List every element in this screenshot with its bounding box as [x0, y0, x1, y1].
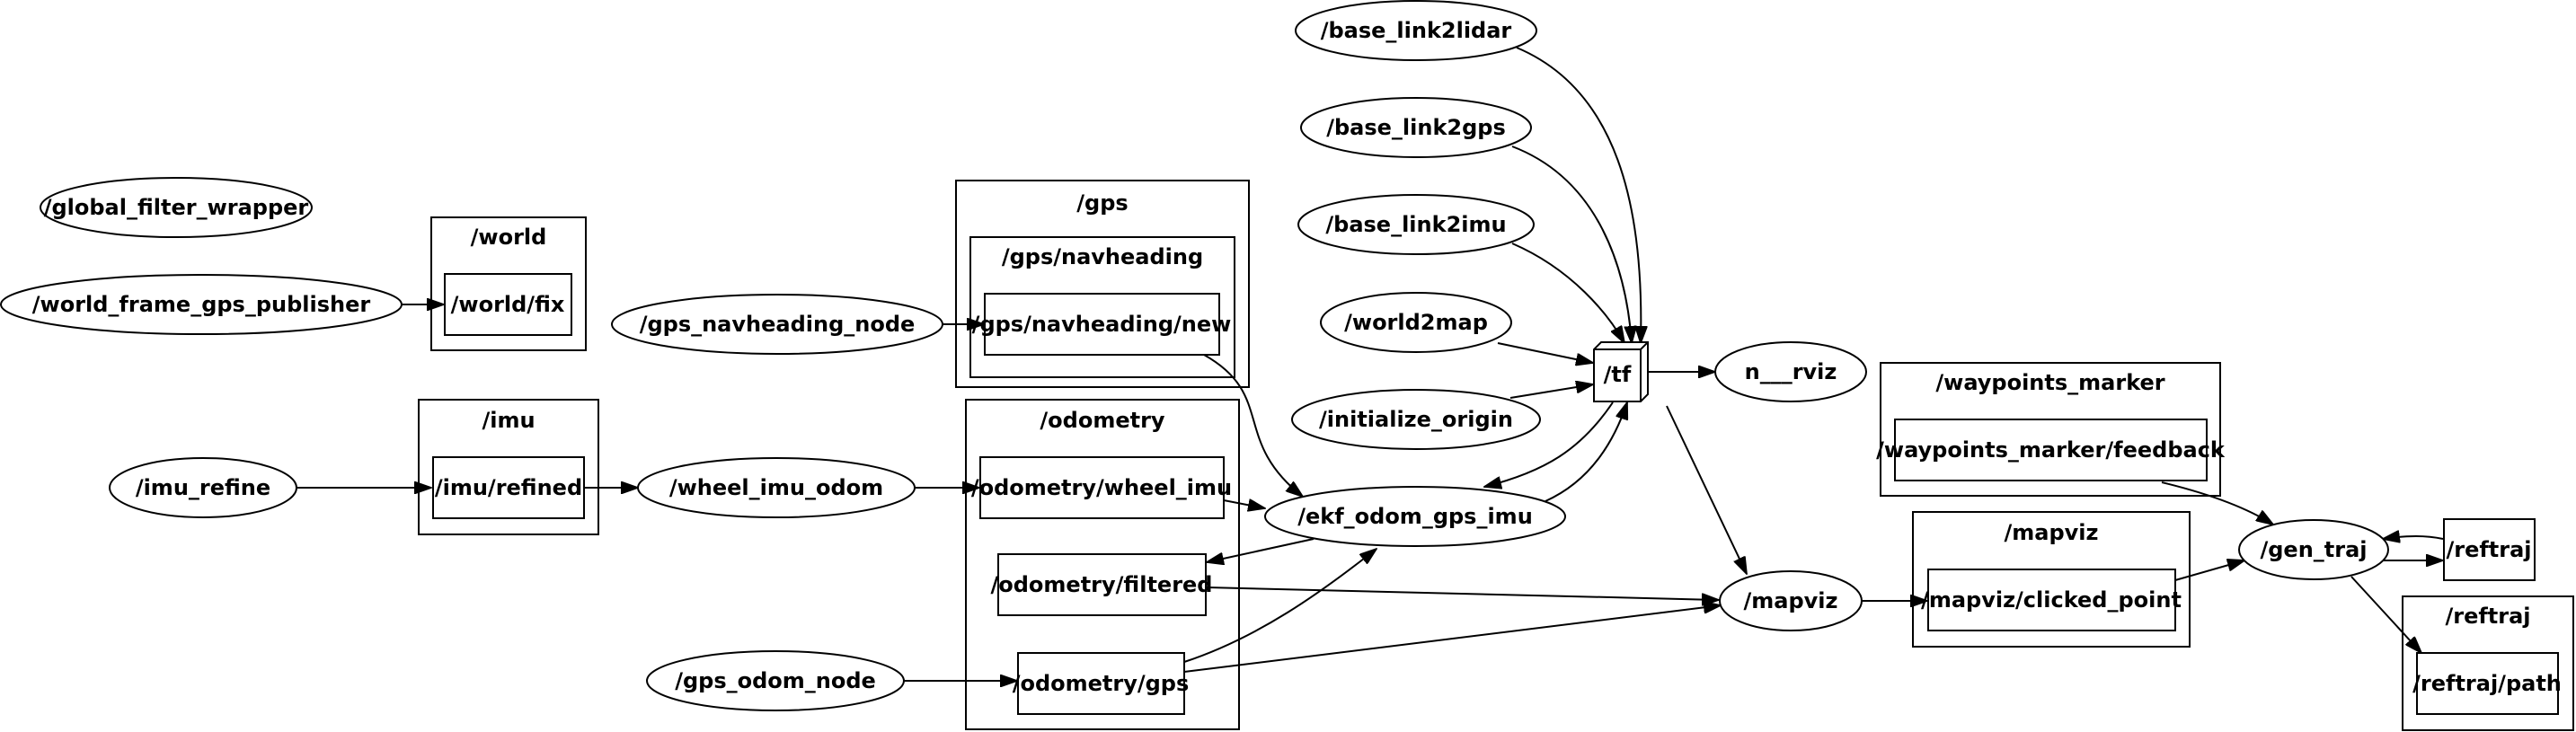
edge-ekf-to-tf	[1545, 402, 1627, 502]
topic-label: /odometry/gps	[1013, 671, 1190, 696]
topic-waypoints-marker-feedback[interactable]: /waypoints_marker/feedback	[1876, 419, 2226, 481]
topic-label: /tf	[1604, 362, 1632, 387]
node-label: /imu_refine	[136, 475, 270, 500]
cluster-reftraj-label: /reftraj	[2445, 604, 2530, 629]
topic-label: /reftraj	[2446, 537, 2531, 562]
node-base-link2lidar[interactable]: /base_link2lidar	[1295, 0, 1537, 61]
cluster-gps: /gps	[955, 180, 1250, 388]
node-label: /world2map	[1344, 310, 1488, 335]
node-base-link2gps[interactable]: /base_link2gps	[1300, 97, 1532, 158]
cluster-mapviz: /mapviz	[1912, 511, 2191, 648]
topic-label: /world/fix	[451, 292, 565, 317]
node-initialize-origin[interactable]: /initialize_origin	[1291, 389, 1541, 450]
cluster-odometry-label: /odometry	[1040, 408, 1165, 433]
edge-odometry-gps-to-mapviz	[1183, 605, 1721, 673]
cluster-waypoints-marker-label: /waypoints_marker	[1935, 370, 2164, 395]
cluster-waypoints-marker: /waypoints_marker	[1880, 362, 2221, 497]
topic-label: /reftraj/path	[2412, 671, 2562, 696]
node-label: /world_frame_gps_publisher	[32, 292, 371, 317]
edge-world2map-to-tf	[1497, 342, 1593, 363]
topic-reftraj-path[interactable]: /reftraj/path	[2412, 652, 2562, 715]
node-label: /gen_traj	[2260, 537, 2367, 562]
node-label: /gps_navheading_node	[640, 312, 916, 337]
edge-tf-to-mapviz	[1666, 405, 1747, 574]
edge-base-link2gps-to-tf	[1511, 146, 1632, 343]
topic-label: /odometry/wheel_imu	[971, 475, 1232, 500]
cluster-reftraj: /reftraj	[2402, 595, 2574, 731]
node-gps-navheading-node[interactable]: /gps_navheading_node	[611, 294, 943, 355]
topic-mapviz-clicked-point[interactable]: /mapviz/clicked_point	[1921, 569, 2182, 631]
topic-odometry-filtered[interactable]: /odometry/filtered	[991, 553, 1213, 616]
edge-waypoints-feedback-to-gen-traj	[2161, 481, 2273, 525]
cluster-gps-navheading-label: /gps/navheading	[1002, 244, 1203, 269]
cluster-world: /world	[430, 216, 587, 351]
node-label: /gps_odom_node	[675, 668, 876, 693]
topic-label: /odometry/filtered	[991, 572, 1213, 597]
node-wheel-imu-odom[interactable]: /wheel_imu_odom	[637, 457, 916, 518]
cluster-world-label: /world	[471, 225, 547, 250]
edge-odometry-gps-to-ekf	[1183, 549, 1377, 663]
edge-gen-traj-to-reftraj-path	[2350, 576, 2421, 653]
node-label: /base_link2imu	[1325, 212, 1506, 237]
edge-tf-to-ekf	[1484, 401, 1614, 487]
node-label: /base_link2gps	[1326, 115, 1506, 140]
cluster-imu: /imu	[418, 399, 599, 535]
topic-label: /waypoints_marker/feedback	[1876, 437, 2226, 463]
node-label: /ekf_odom_gps_imu	[1297, 504, 1533, 529]
edge-base-link2imu-to-tf	[1511, 243, 1624, 343]
node-label: /global_filter_wrapper	[44, 195, 309, 220]
edge-clicked-point-to-gen-traj	[2174, 560, 2244, 581]
topic-label: /gps/navheading/new	[972, 312, 1232, 337]
cluster-imu-label: /imu	[482, 408, 535, 433]
node-label: /mapviz	[1744, 588, 1838, 613]
edge-reftraj-to-gen-traj	[2383, 536, 2444, 539]
node-ekf-odom-gps-imu[interactable]: /ekf_odom_gps_imu	[1264, 486, 1566, 547]
topic-reftraj[interactable]: /reftraj	[2443, 518, 2536, 581]
edge-base-link2lidar-to-tf	[1516, 47, 1641, 343]
cluster-mapviz-label: /mapviz	[2005, 520, 2099, 545]
node-label: /wheel_imu_odom	[669, 475, 883, 500]
node-label: n___rviz	[1745, 359, 1837, 384]
topic-odometry-gps[interactable]: /odometry/gps	[1013, 652, 1190, 715]
node-gps-odom-node[interactable]: /gps_odom_node	[646, 650, 905, 711]
edge-gps-navheading-new-to-ekf	[1203, 354, 1303, 497]
topic-imu-refined[interactable]: /imu/refined	[432, 456, 585, 519]
node-gen-traj[interactable]: /gen_traj	[2238, 519, 2389, 580]
node-world-frame-gps-publisher[interactable]: /world_frame_gps_publisher	[0, 274, 403, 335]
topic-odometry-wheel-imu[interactable]: /odometry/wheel_imu	[971, 456, 1232, 519]
edge-odometry-wheel-imu-to-ekf	[1223, 500, 1265, 508]
node-n-rviz[interactable]: n___rviz	[1714, 341, 1867, 402]
topic-world-fix[interactable]: /world/fix	[444, 273, 572, 336]
node-world2map[interactable]: /world2map	[1320, 292, 1512, 353]
edge-ekf-to-odometry-filtered	[1207, 538, 1315, 562]
node-mapviz[interactable]: /mapviz	[1719, 570, 1863, 631]
cluster-gps-navheading: /gps/navheading	[969, 236, 1235, 378]
topic-tf[interactable]: /tf	[1593, 341, 1649, 402]
node-imu-refine[interactable]: /imu_refine	[109, 457, 297, 518]
edges	[297, 47, 2444, 681]
node-global-filter-wrapper[interactable]: /global_filter_wrapper	[40, 177, 313, 238]
topic-gps-navheading-new[interactable]: /gps/navheading/new	[972, 293, 1232, 356]
topic-label: /mapviz/clicked_point	[1921, 587, 2182, 613]
node-base-link2imu[interactable]: /base_link2imu	[1297, 194, 1535, 255]
cluster-gps-label: /gps	[1076, 190, 1128, 216]
edge-odometry-filtered-to-mapviz	[1206, 586, 1719, 600]
cluster-odometry: /odometry	[965, 399, 1240, 730]
edge-initialize-origin-to-tf	[1509, 384, 1593, 399]
topic-label: /imu/refined	[435, 475, 582, 500]
node-label: /initialize_origin	[1319, 407, 1513, 432]
node-label: /base_link2lidar	[1321, 18, 1512, 43]
